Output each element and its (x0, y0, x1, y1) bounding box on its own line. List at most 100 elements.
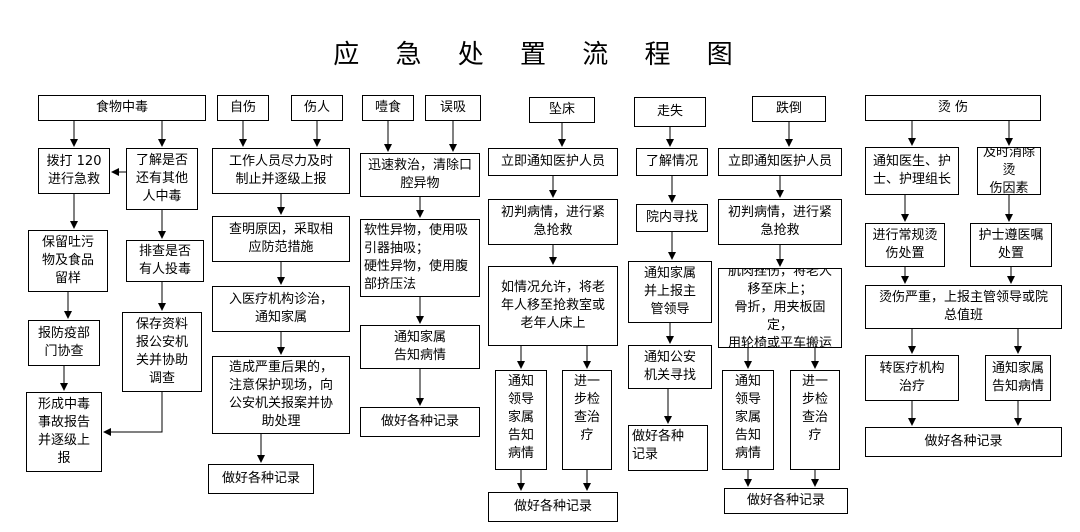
node-label: 做好各种记录 (924, 434, 1003, 449)
node-label: 立即通知医护人员 (727, 154, 832, 169)
node-send-hospital: 入医疗机构诊治， 通知家属 (212, 286, 350, 332)
node-further-3: 进一 步检 查治 疗 (562, 370, 612, 470)
node-label: 伤人 (303, 100, 330, 115)
node-label: 做好各种记录 (513, 499, 592, 514)
node-label: 入医疗机构诊治， 通知家属 (228, 292, 333, 325)
node-remove-cause: 及时消除烫 伤因素 (977, 147, 1041, 195)
node-label: 查明原因，采取相 应防范措施 (228, 222, 333, 255)
node-label: 做好各种记录 (380, 414, 459, 429)
node-tumble: 跌倒 (752, 96, 826, 122)
node-label: 形成中毒 事故报告 并逐级上 报 (37, 397, 90, 466)
node-choke: 噎食 (362, 95, 414, 121)
node-label: 造成严重后果的， 注意保护现场，向 公安机关报案并协 助处理 (228, 360, 333, 429)
node-label: 了解是否 还有其他 人中毒 (135, 153, 188, 204)
node-check-poison: 排查是否 有人投毒 (126, 240, 204, 282)
node-label: 自伤 (229, 100, 256, 115)
node-label: 初判病情，进行紧 急抢救 (727, 205, 832, 238)
node-serious: 造成严重后果的， 注意保护现场，向 公安机关报案并协 助处理 (212, 356, 350, 434)
node-label: 了解情况 (645, 154, 698, 169)
node-label: 工作人员尽力及时 制止并逐级上报 (228, 154, 333, 187)
node-notify-lost-family: 通知家属 并上报主 管领导 (628, 261, 712, 323)
node-keep-vomit: 保留吐污 物及食品 留样 (28, 230, 108, 292)
flow-arrow (103, 392, 163, 436)
node-label: 做好各种记录 (746, 493, 825, 508)
node-call-120: 拨打 120 进行急救 (38, 148, 110, 194)
node-notify-family-2: 通知家属 告知病情 (360, 325, 480, 369)
node-fall-bed: 坠床 (529, 97, 595, 123)
node-food-header: 食物中毒 (38, 95, 206, 121)
node-label: 走失 (656, 104, 683, 119)
node-initial-5: 初判病情，进行紧 急抢救 (718, 199, 842, 245)
node-search-inside: 院内寻找 (636, 204, 708, 232)
node-sprain: 肌肉挫伤，将老人 移至床上； 骨折，用夹板固定， 用轮椅或平车搬运 (718, 268, 842, 348)
node-record-1: 做好各种记录 (208, 464, 314, 494)
node-keep-data: 保存资料 报公安机 关并协助 调查 (122, 312, 202, 392)
node-label: 做好各种记录 (221, 471, 300, 486)
node-notify-family-6: 通知家属 告知病情 (985, 355, 1051, 401)
node-rescue-mouth: 迅速救治，清除口 腔异物 (360, 153, 480, 197)
node-transfer-hospital: 转医疗机构 治疗 (865, 355, 959, 401)
node-label: 立即通知医护人员 (500, 154, 605, 169)
node-label: 进行常规烫 伤处置 (872, 228, 938, 261)
node-label: 保存资料 报公安机 关并协助 调查 (135, 317, 188, 386)
node-label: 肌肉挫伤，将老人 移至床上； 骨折，用夹板固定， 用轮椅或平车搬运 (727, 268, 832, 348)
node-report-epi: 报防疫部 门协查 (28, 320, 100, 366)
node-label: 保留吐污 物及食品 留样 (41, 235, 94, 286)
node-routine-treat: 进行常规烫 伤处置 (865, 223, 945, 267)
node-label: 做好各种 记录 (632, 429, 685, 462)
node-label: 噎食 (374, 100, 401, 115)
node-self-harm: 自伤 (217, 95, 269, 121)
node-label: 通知家属 并上报主 管领导 (643, 266, 696, 317)
node-label: 院内寻找 (645, 210, 698, 225)
node-label: 通知公安 机关寻找 (643, 350, 696, 383)
node-notify-lead-5: 通知 领导 家属 告知 病情 (722, 370, 774, 470)
node-label: 通知医生、护 士、护理组长 (872, 154, 951, 187)
node-find-cause: 查明原因，采取相 应防范措施 (212, 216, 350, 262)
node-label: 通知家属 告知病情 (991, 361, 1044, 394)
node-further-5: 进一 步检 查治 疗 (790, 370, 840, 470)
page-title: 应 急 处 置 流 程 图 (333, 40, 747, 70)
node-lost: 走失 (634, 97, 706, 127)
node-notify-doctor: 通知医生、护 士、护理组长 (865, 147, 959, 195)
node-record-4: 做好各种 记录 (628, 425, 708, 471)
node-label: 烫伤严重，上报主管领导或院 总值班 (878, 290, 1048, 323)
node-nurse-orders: 护士遵医嘱 处置 (970, 223, 1052, 267)
node-notify-med-3: 立即通知医护人员 (488, 148, 618, 176)
node-label: 食物中毒 (95, 100, 148, 115)
node-label: 坠床 (548, 102, 575, 117)
node-learn-situation: 了解情况 (636, 148, 708, 176)
node-record-5: 做好各种记录 (724, 488, 848, 514)
node-initial-3: 初判病情，进行紧 急抢救 (488, 199, 618, 245)
node-notify-med-5: 立即通知医护人员 (718, 148, 842, 176)
node-label: 跌倒 (775, 101, 802, 116)
node-label: 烫 伤 (937, 100, 969, 115)
node-form-report: 形成中毒 事故报告 并逐级上 报 (26, 392, 102, 472)
node-move-room: 如情况允许，将老 年人移至抢救室或 老年人床上 (488, 266, 618, 346)
node-label: 报防疫部 门协查 (37, 326, 90, 359)
node-label: 迅速救治，清除口 腔异物 (367, 158, 472, 191)
node-label: 进一 步检 查治 疗 (801, 374, 828, 443)
node-record-6: 做好各种记录 (865, 427, 1062, 457)
node-label: 软性异物，使用吸 引器抽吸； 硬性异物，使用腹 部挤压法 (364, 223, 469, 292)
node-label: 通知 领导 家属 告知 病情 (507, 374, 534, 461)
node-record-3: 做好各种记录 (488, 492, 618, 522)
node-label: 护士遵医嘱 处置 (978, 228, 1044, 261)
node-foreign-obj: 软性异物，使用吸 引器抽吸； 硬性异物，使用腹 部挤压法 (360, 219, 480, 297)
node-label: 及时消除烫 伤因素 (982, 147, 1035, 195)
node-label: 通知家属 告知病情 (393, 330, 446, 363)
node-burn: 烫 伤 (865, 95, 1041, 121)
node-label: 如情况允许，将老 年人移至抢救室或 老年人床上 (500, 280, 605, 331)
node-label: 排查是否 有人投毒 (138, 244, 191, 277)
node-staff-stop: 工作人员尽力及时 制止并逐级上报 (212, 148, 350, 194)
node-label: 进一 步检 查治 疗 (573, 374, 600, 443)
node-notify-police: 通知公安 机关寻找 (628, 345, 712, 389)
node-burn-serious: 烫伤严重，上报主管领导或院 总值班 (865, 285, 1062, 329)
node-record-2: 做好各种记录 (360, 407, 480, 437)
node-notify-lead-3: 通知 领导 家属 告知 病情 (495, 370, 547, 470)
node-label: 通知 领导 家属 告知 病情 (734, 374, 761, 461)
node-injury: 伤人 (291, 95, 343, 121)
node-label: 转医疗机构 治疗 (879, 361, 945, 394)
node-label: 误吸 (439, 100, 466, 115)
